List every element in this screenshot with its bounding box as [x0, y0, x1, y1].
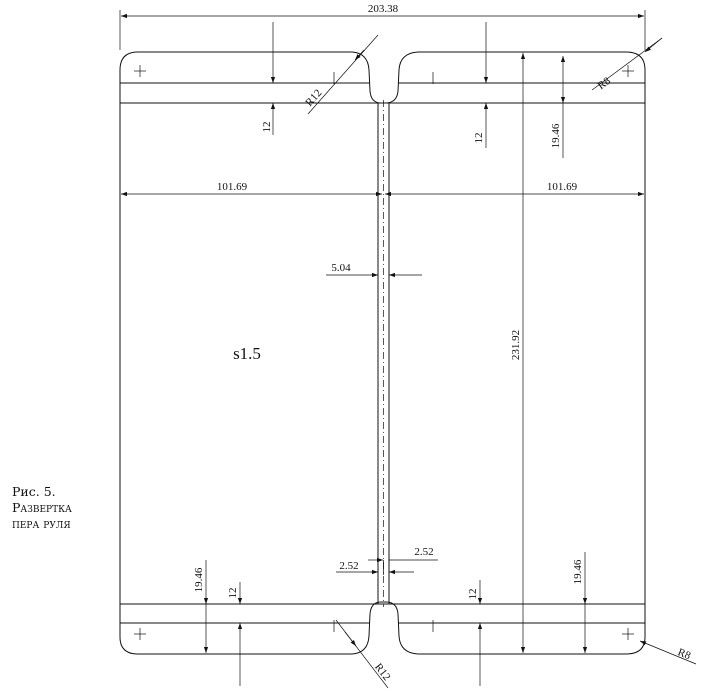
- cross-mark-bottom-right: [622, 628, 634, 640]
- dim-radius-bottom-left-label: R12: [372, 661, 393, 683]
- leader-radius-bottom-right: [639, 640, 697, 665]
- dim-radius-bottom-right-label: R8: [676, 646, 693, 662]
- leader-radius-top-left: [307, 34, 379, 115]
- dim-offset-bottom-left-label: 19.46: [193, 567, 205, 592]
- dim-band-top-left-label: 12: [261, 122, 273, 133]
- thickness-label: s1.5: [233, 344, 261, 363]
- dim-offset-bottom-right-label: 19.46: [572, 559, 584, 584]
- blade-outline: [119, 51, 646, 655]
- dim-height-label: 231.92: [510, 330, 522, 360]
- caption-title-line2: пера руля: [12, 516, 71, 531]
- caption-title-line1: Развертка: [12, 500, 72, 515]
- dim-band-top-right-label: 12: [473, 133, 485, 144]
- dim-overall-width-label: 203.38: [368, 3, 399, 15]
- dim-half-slot-left-label: 2.52: [339, 560, 358, 572]
- cross-mark-top-right: [622, 65, 634, 77]
- caption-figure-number: Рис. 5.: [12, 484, 56, 499]
- cross-mark-top-left: [134, 65, 146, 77]
- dim-half-width-left-label: 101.69: [217, 181, 248, 193]
- leader-radius-bottom-left: [335, 619, 389, 689]
- figure-caption: Рис. 5. Развертка пера руля: [12, 484, 72, 532]
- dim-radius-top-left-label: R12: [303, 87, 324, 109]
- dim-offset-top-right-label: 19.46: [550, 123, 562, 148]
- dim-half-width-right-label: 101.69: [547, 181, 578, 193]
- dim-slot-width-label: 5.04: [331, 262, 351, 274]
- dim-radius-top-right-label: R8: [596, 75, 614, 93]
- dim-band-bottom-left-label: 12: [227, 588, 239, 599]
- cross-mark-bottom-left: [134, 628, 146, 640]
- dim-half-slot-right-label: 2.52: [414, 546, 433, 558]
- dim-band-bottom-right-label: 12: [467, 589, 479, 600]
